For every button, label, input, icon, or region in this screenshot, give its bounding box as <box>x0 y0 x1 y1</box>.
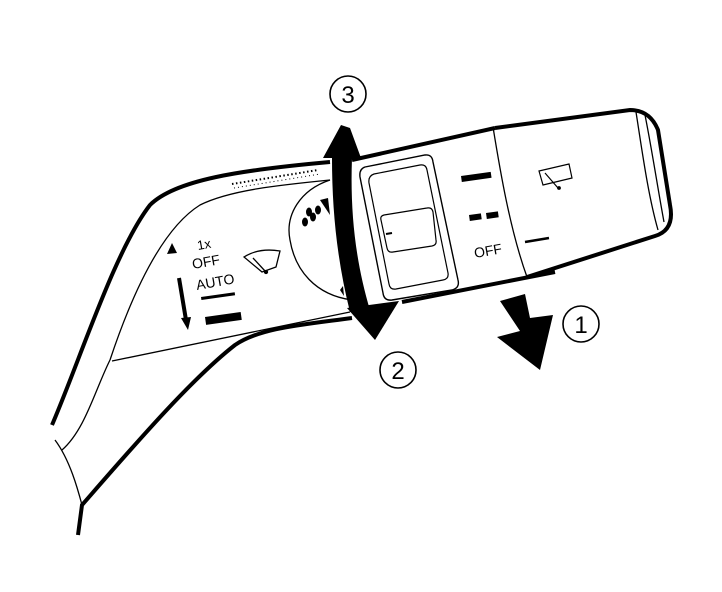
callout-2: 2 <box>379 351 417 389</box>
spray-dot-icon <box>310 212 316 222</box>
rear-wiper-icon <box>242 249 281 275</box>
off-mark <box>524 236 550 244</box>
rear-label-1x: 1x <box>196 236 213 253</box>
stalk-end-cap <box>494 107 673 279</box>
front-label-off: OFF <box>473 240 503 261</box>
rotate-arrow <box>323 125 399 340</box>
front-bar-high <box>460 171 492 182</box>
front-wiper-ring: OFF <box>351 126 556 304</box>
rear-label-auto: AUTO <box>195 270 236 292</box>
spray-dot-icon <box>306 207 312 217</box>
push-down-arrow <box>497 294 553 370</box>
washer-switch <box>359 154 460 301</box>
callout-2-label: 2 <box>391 358 404 385</box>
washer-ring <box>288 179 353 301</box>
callout-3: 3 <box>329 75 367 113</box>
front-wiper-icon <box>538 163 573 190</box>
down-arrow-head-icon <box>181 317 191 330</box>
rear-label-off: OFF <box>191 251 221 272</box>
rear-wiper-ring: 1x OFF AUTO <box>167 236 281 330</box>
up-arrow-small-icon <box>167 243 177 254</box>
spray-triangle-icon <box>320 198 330 215</box>
front-bar-low-1 <box>468 213 482 221</box>
spray-dot-icon <box>302 217 308 227</box>
callout-1: 1 <box>562 305 600 343</box>
front-bar-low-2 <box>486 211 499 219</box>
stalk-body <box>50 160 353 536</box>
callout-1-label: 1 <box>574 312 587 339</box>
small-mark-icon <box>340 286 344 296</box>
spray-dot-icon <box>315 205 321 215</box>
rear-bar-thick <box>205 311 242 325</box>
rear-bar-thin <box>201 292 236 300</box>
callout-3-label: 3 <box>341 82 354 109</box>
down-arrow-icon <box>177 277 188 321</box>
